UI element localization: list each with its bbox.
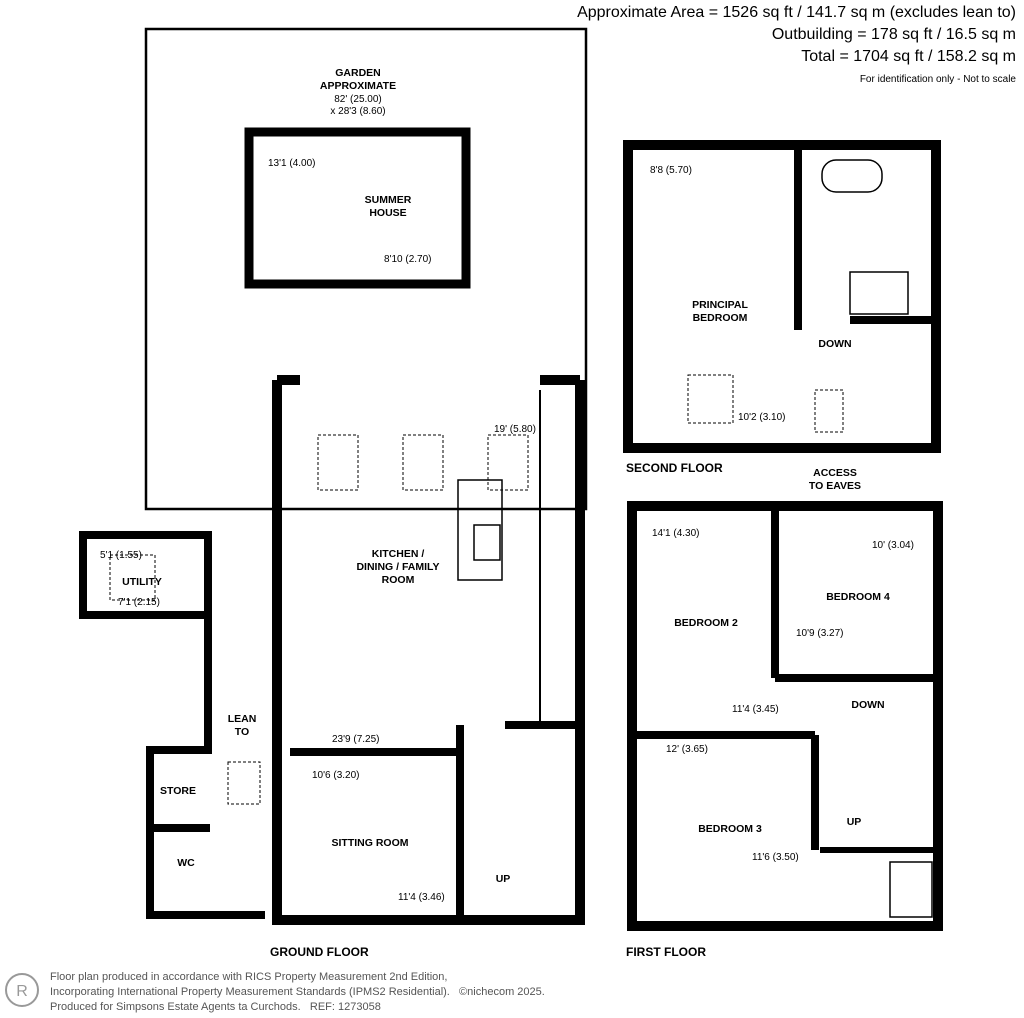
second-down-label: DOWN [818, 338, 851, 350]
kitchen-island [457, 479, 503, 581]
first-down-label: DOWN [851, 699, 884, 711]
lean-to-walls [146, 615, 265, 919]
first-up-label: UP [847, 816, 862, 828]
sitting-dim-w: 11'4 (3.46) [398, 892, 445, 903]
rics-logo: R [4, 970, 40, 1010]
bath [821, 159, 883, 193]
stairs-up-label: UP [496, 873, 511, 885]
approx-area: Approximate Area = 1526 sq ft / 141.7 sq… [577, 4, 1016, 21]
bed3-dim-h: 12' (3.65) [666, 744, 708, 755]
summer-house-dim-w: 13'1 (4.00) [268, 158, 316, 169]
kitchen-dim-w: 19' (5.80) [494, 424, 536, 435]
principal-label-2: BEDROOM [693, 312, 748, 324]
garden-label-1: GARDEN [335, 67, 381, 79]
lean-to-label-2: TO [235, 726, 249, 738]
footer: Floor plan produced in accordance with R… [50, 970, 545, 1015]
summer-house-dim-h: 8'10 (2.70) [384, 254, 432, 265]
bed4-dim-h: 10'9 (3.27) [796, 628, 844, 639]
bed4-label: BEDROOM 4 [826, 591, 890, 603]
garden-label-2: APPROXIMATE [320, 80, 396, 92]
garden-dim-1: 82' (25.00) [334, 94, 382, 105]
kitchen-label-2: DINING / FAMILY [356, 561, 439, 573]
scale-note: For identification only - Not to scale [859, 74, 1016, 85]
outbuilding-area: Outbuilding = 178 sq ft / 16.5 sq m [771, 26, 1016, 43]
kitchen-dim-h: 23'9 (7.25) [332, 734, 380, 745]
ensuite-shower [889, 861, 933, 918]
utility-dim-w: 5'1 (1.55) [100, 550, 142, 561]
bed2-dim-w: 11'4 (3.45) [732, 704, 779, 715]
footer-brand: ©nichecom 2025. [459, 986, 545, 998]
second-floor-title: SECOND FLOOR [626, 461, 723, 475]
second-floor-walls [623, 140, 941, 453]
wc-label: WC [177, 857, 195, 869]
principal-label-1: PRINCIPAL [692, 299, 748, 311]
first-floor-title: FIRST FLOOR [626, 945, 706, 959]
summer-house-walls [244, 127, 471, 289]
total-area: Total = 1704 sq ft / 158.2 sq m [801, 48, 1016, 65]
garden-dim-2: x 28'3 (8.60) [330, 106, 385, 117]
summer-house-label-2: HOUSE [369, 207, 406, 219]
utility-dim-h: 7'1 (2.15) [118, 597, 160, 608]
kitchen-label-3: ROOM [382, 574, 415, 586]
first-floor-walls [627, 501, 943, 931]
bed3-label: BEDROOM 3 [698, 823, 762, 835]
area-summary: Approximate Area = 1526 sq ft / 141.7 sq… [577, 2, 1016, 68]
principal-dim-w: 10'2 (3.10) [738, 412, 786, 423]
lean-to-label-1: LEAN [228, 713, 257, 725]
shower [849, 271, 909, 315]
bed2-dim-h: 14'1 (4.30) [652, 528, 700, 539]
hob [473, 524, 501, 561]
footer-ref: REF: 1273058 [309, 1001, 381, 1013]
principal-dim-h: 8'8 (5.70) [650, 165, 692, 176]
ground-floor-title: GROUND FLOOR [270, 945, 369, 959]
kitchen-label-1: KITCHEN / [372, 548, 425, 560]
bed2-label: BEDROOM 2 [674, 617, 738, 629]
eaves-label-1: ACCESS [813, 467, 857, 479]
svg-text:R: R [16, 983, 28, 1000]
bed4-dim-w: 10' (3.04) [872, 540, 914, 551]
store-label: STORE [160, 785, 196, 797]
summer-house-label-1: SUMMER [365, 194, 412, 206]
footer-line-1: Floor plan produced in accordance with R… [50, 971, 448, 983]
ground-floor-walls [272, 380, 585, 925]
footer-line-2: Incorporating International Property Mea… [50, 986, 450, 998]
sitting-label: SITTING ROOM [332, 837, 409, 849]
bed3-dim-w: 11'6 (3.50) [752, 852, 799, 863]
garden-boundary [144, 27, 588, 511]
utility-label: UTILITY [122, 576, 162, 588]
utility-walls [79, 531, 212, 619]
footer-line-3: Produced for Simpsons Estate Agents ta C… [50, 1001, 301, 1013]
sitting-dim-h: 10'6 (3.20) [312, 770, 360, 781]
eaves-label-2: TO EAVES [809, 480, 861, 492]
